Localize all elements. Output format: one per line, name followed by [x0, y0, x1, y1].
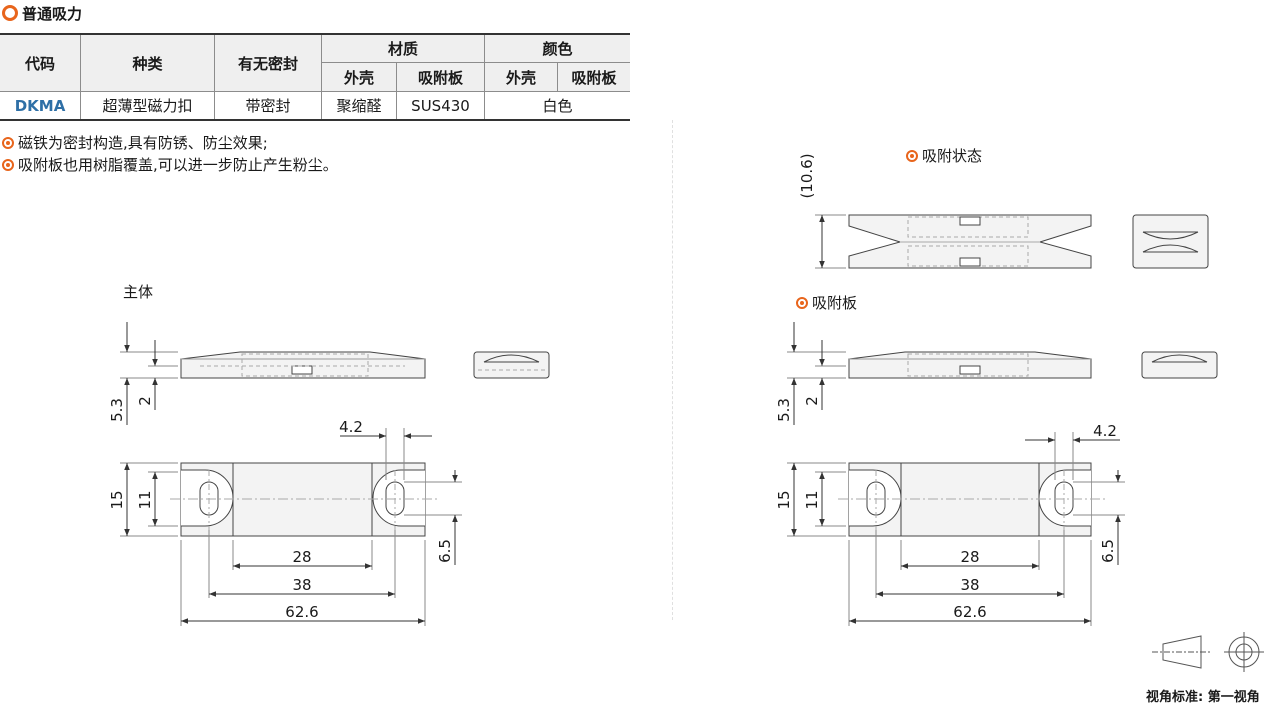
list-item: 磁铁为密封构造,具有防锈、防尘效果; — [2, 132, 338, 154]
section-title: 普通吸力 — [2, 3, 82, 23]
attached-state-label-text: 吸附状态 — [922, 147, 983, 165]
dim-main-w-slot: 4.2 — [339, 418, 363, 436]
header-color: 颜色 — [484, 33, 630, 63]
bullet-icon — [906, 149, 918, 162]
dim-main-h1: 5.3 — [108, 398, 126, 422]
main-body-label-text: 主体 — [123, 283, 154, 301]
bullet-icon — [2, 159, 14, 171]
dim-plate-h-total: 15 — [775, 490, 793, 509]
plate-end-view — [1141, 351, 1218, 379]
plate-label: 吸附板 — [796, 292, 857, 313]
attached-side-view — [848, 214, 1092, 269]
spec-table: 代码 种类 有无密封 材质 颜色 外壳 吸附板 外壳 吸附板 DKMA 超薄型磁… — [0, 33, 630, 121]
plate-plan-view — [838, 462, 1105, 537]
header-code: 代码 — [0, 33, 81, 92]
header-type: 种类 — [80, 33, 215, 92]
table-row: DKMA 超薄型磁力扣 带密封 聚缩醛 SUS430 白色 — [0, 91, 630, 121]
dim-main-h2: 2 — [136, 396, 154, 406]
list-item: 吸附板也用树脂覆盖,可以进一步防止产生粉尘。 — [2, 154, 338, 176]
dim-plate-d-slot: 6.5 — [1099, 539, 1117, 563]
feature-text: 磁铁为密封构造,具有防锈、防尘效果; — [18, 134, 268, 152]
cell-shell-material: 聚缩醛 — [321, 91, 397, 121]
dim-plate-h2: 2 — [803, 396, 821, 406]
main-end-view — [473, 351, 550, 379]
dim-main-h-total: 15 — [108, 490, 126, 509]
plate-height-dims — [787, 322, 846, 425]
header-seal: 有无密封 — [214, 33, 322, 92]
projection-symbol-icon — [1152, 632, 1264, 672]
divider — [672, 120, 673, 620]
dim-plate-h1: 5.3 — [775, 398, 793, 422]
view-standard: 视角标准: 第一视角 — [1146, 690, 1260, 705]
main-plan-dims — [120, 428, 462, 626]
dim-plate-w-38: 38 — [960, 576, 979, 594]
plate-side-view — [848, 351, 1092, 379]
dim-main-h-inner: 11 — [136, 490, 154, 509]
dim-main-w-28: 28 — [292, 548, 311, 566]
attached-end-view — [1132, 214, 1209, 269]
dim-attached-height: (10.6) — [798, 153, 816, 198]
feature-list: 磁铁为密封构造,具有防锈、防尘效果; 吸附板也用树脂覆盖,可以进一步防止产生粉尘… — [2, 132, 338, 176]
cell-type: 超薄型磁力扣 — [80, 91, 215, 121]
main-side-view — [180, 351, 426, 379]
dim-main-w-total: 62.6 — [285, 603, 318, 621]
cell-color: 白色 — [484, 91, 630, 121]
plate-plan-dims — [787, 432, 1125, 626]
bullet-icon — [2, 137, 14, 149]
dim-plate-w-slot: 4.2 — [1093, 422, 1117, 440]
dim-plate-h-inner: 11 — [803, 490, 821, 509]
attached-state-label: 吸附状态 — [906, 145, 982, 166]
attached-height-dims — [815, 214, 846, 269]
dim-main-w-38: 38 — [292, 576, 311, 594]
main-plan-view — [170, 462, 440, 537]
plate-label-text: 吸附板 — [812, 294, 858, 312]
cell-code: DKMA — [0, 91, 81, 121]
header-color-plate: 吸附板 — [557, 62, 630, 92]
dim-main-d-slot: 6.5 — [436, 539, 454, 563]
cell-plate-material: SUS430 — [396, 91, 485, 121]
feature-text: 吸附板也用树脂覆盖,可以进一步防止产生粉尘。 — [18, 156, 338, 174]
header-color-shell: 外壳 — [484, 62, 558, 92]
dim-plate-w-total: 62.6 — [953, 603, 986, 621]
header-shell: 外壳 — [321, 62, 397, 92]
header-plate: 吸附板 — [396, 62, 485, 92]
main-height-dims — [120, 322, 178, 425]
section-title-text: 普通吸力 — [22, 4, 83, 23]
ring-icon — [2, 5, 18, 21]
bullet-icon — [796, 296, 808, 309]
main-body-label: 主体 — [123, 281, 153, 302]
dim-plate-w-28: 28 — [960, 548, 979, 566]
